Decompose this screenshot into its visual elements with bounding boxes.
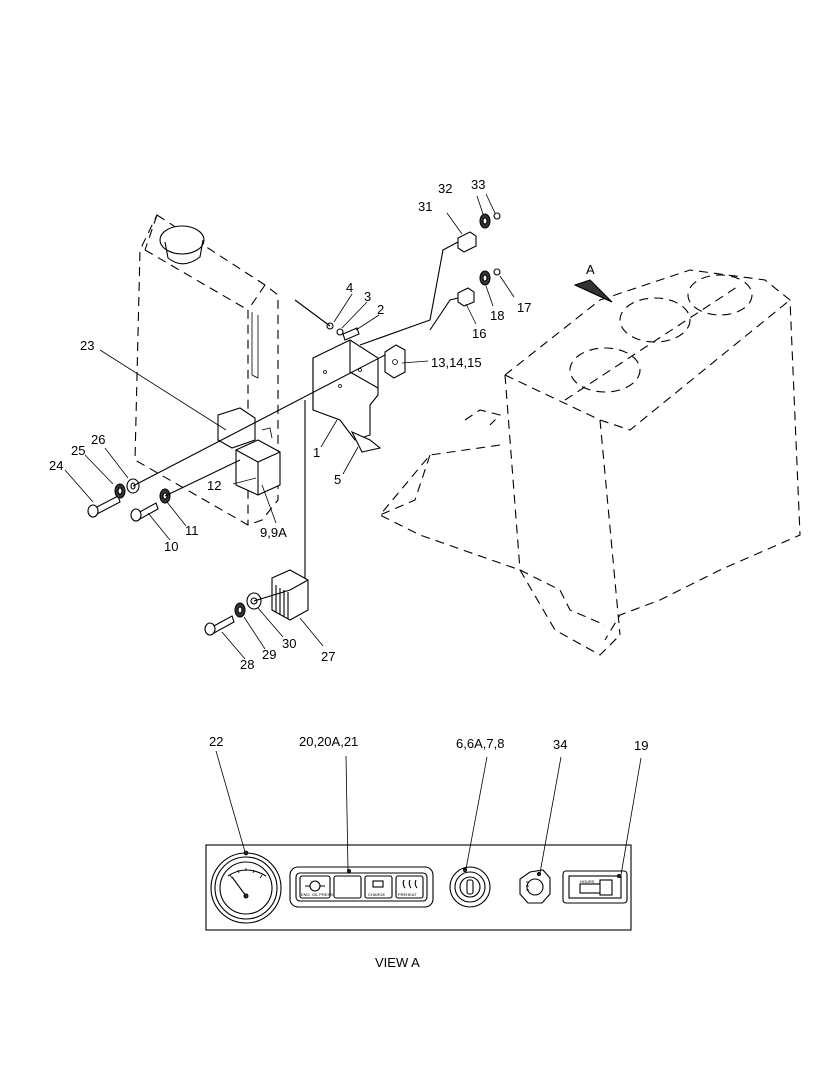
mounting-bracket: [312, 339, 406, 453]
panel-frame: [205, 844, 632, 931]
leader-lines: [64, 193, 515, 660]
charge-indicator-label: CHARGE: [368, 892, 385, 897]
callout-24: 24: [49, 458, 63, 473]
callout-3: 3: [364, 289, 371, 304]
callout-32: 32: [438, 181, 452, 196]
callout-34: 34: [553, 737, 567, 752]
engine-port-3: [687, 274, 753, 316]
callout-4: 4: [346, 280, 353, 295]
callout-30: 30: [282, 636, 296, 651]
gauge: [210, 850, 282, 924]
bolt-group: [294, 299, 360, 341]
callout-26: 26: [91, 432, 105, 447]
callout-25: 25: [71, 443, 85, 458]
hours-label: HOURS: [580, 879, 595, 884]
callout-23: 23: [80, 338, 94, 353]
callout-31: 31: [418, 199, 432, 214]
callout-20-20a-21: 20,20A,21: [299, 734, 358, 749]
engine-oil-indicator-label: ENG. OIL PRESS.: [301, 892, 334, 897]
callout-19: 19: [634, 738, 648, 753]
callout-29: 29: [262, 647, 276, 662]
solenoid-assembly: [217, 407, 281, 496]
callout-5: 5: [334, 472, 341, 487]
hour-meter: HOURS: [562, 870, 628, 904]
relays: [359, 212, 501, 346]
callout-28: 28: [240, 657, 254, 672]
preheat-indicator-label: PREHEAT: [398, 892, 417, 897]
callout-6-6a-7-8: 6,6A,7,8: [456, 736, 504, 751]
lower-block-assembly: [204, 400, 309, 636]
callout-27: 27: [321, 649, 335, 664]
callout-18: 18: [490, 308, 504, 323]
callout-22: 22: [209, 734, 223, 749]
callout-17: 17: [517, 300, 531, 315]
callout-33: 33: [471, 177, 485, 192]
view-a-marker: A: [586, 262, 595, 277]
callout-2: 2: [377, 302, 384, 317]
view-a-arrow: A: [573, 262, 613, 303]
callout-12: 12: [207, 478, 221, 493]
engine-port-1: [569, 347, 641, 393]
engine-hood-outline: [379, 269, 801, 656]
bracket-plate: [350, 430, 382, 453]
view-a-caption: VIEW A: [375, 955, 420, 970]
instrument-panel: ENG. OIL PRESS. CHARGE PREHEAT: [205, 734, 648, 931]
callout-11: 11: [185, 523, 199, 538]
engine-port-2: [619, 297, 691, 343]
callout-1: 1: [313, 445, 320, 460]
callout-10: 10: [164, 539, 178, 554]
callout-16: 16: [472, 326, 486, 341]
tank-cap: [159, 225, 205, 255]
callout-9-9a: 9,9A: [260, 525, 287, 540]
callout-13-14-15: 13,14,15: [431, 355, 482, 370]
indicator-cluster: ENG. OIL PRESS. CHARGE PREHEAT: [289, 866, 434, 908]
key-switch: [449, 866, 491, 908]
callout-labels: 32 33 31 17 18 16 4 3 2 13,14,15 1 5 23 …: [49, 177, 531, 672]
left-fasteners: [87, 354, 386, 522]
mount-clip: [384, 344, 406, 379]
light-switch: [519, 869, 551, 904]
